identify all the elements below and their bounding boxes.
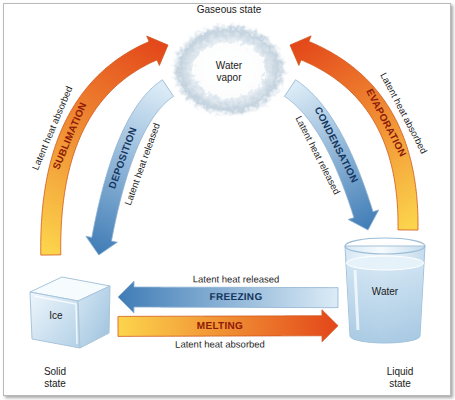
phase-change-arrow: [118, 281, 338, 313]
glass-rim: [345, 238, 425, 254]
ice-highlight: [34, 296, 77, 344]
ice-cube-side: [78, 286, 110, 348]
phase-change-arrow: [284, 80, 378, 230]
state-heading: Gaseous state: [168, 4, 290, 16]
vapor-cloud-core: [193, 42, 265, 98]
process-name: FREEZING: [209, 291, 262, 303]
state-caption: Liquid state: [378, 366, 422, 390]
latent-heat-note: Latent heat released: [193, 274, 280, 285]
glass-highlight: [355, 270, 358, 330]
state-name: Water vapor: [209, 60, 249, 84]
glass-water: [347, 263, 424, 343]
phase-change-arrow: [118, 310, 338, 342]
latent-heat-note: Latent heat absorbed: [175, 338, 265, 349]
process-name: MELTING: [197, 320, 243, 332]
state-name: Water: [360, 286, 410, 298]
state-node: Gaseous stateWater vapor: [168, 2, 290, 125]
state-node: IceSolid state: [22, 255, 118, 395]
ice-cube-front: [30, 292, 80, 348]
water-surface: [347, 256, 424, 270]
state-node: WaterLiquid state: [338, 230, 438, 395]
vapor-cloud: [171, 23, 287, 117]
glass-body: [345, 246, 425, 343]
state-caption: Solid state: [35, 366, 75, 390]
state-name: Ice: [41, 310, 71, 322]
phase-change-arrow: [86, 80, 174, 255]
